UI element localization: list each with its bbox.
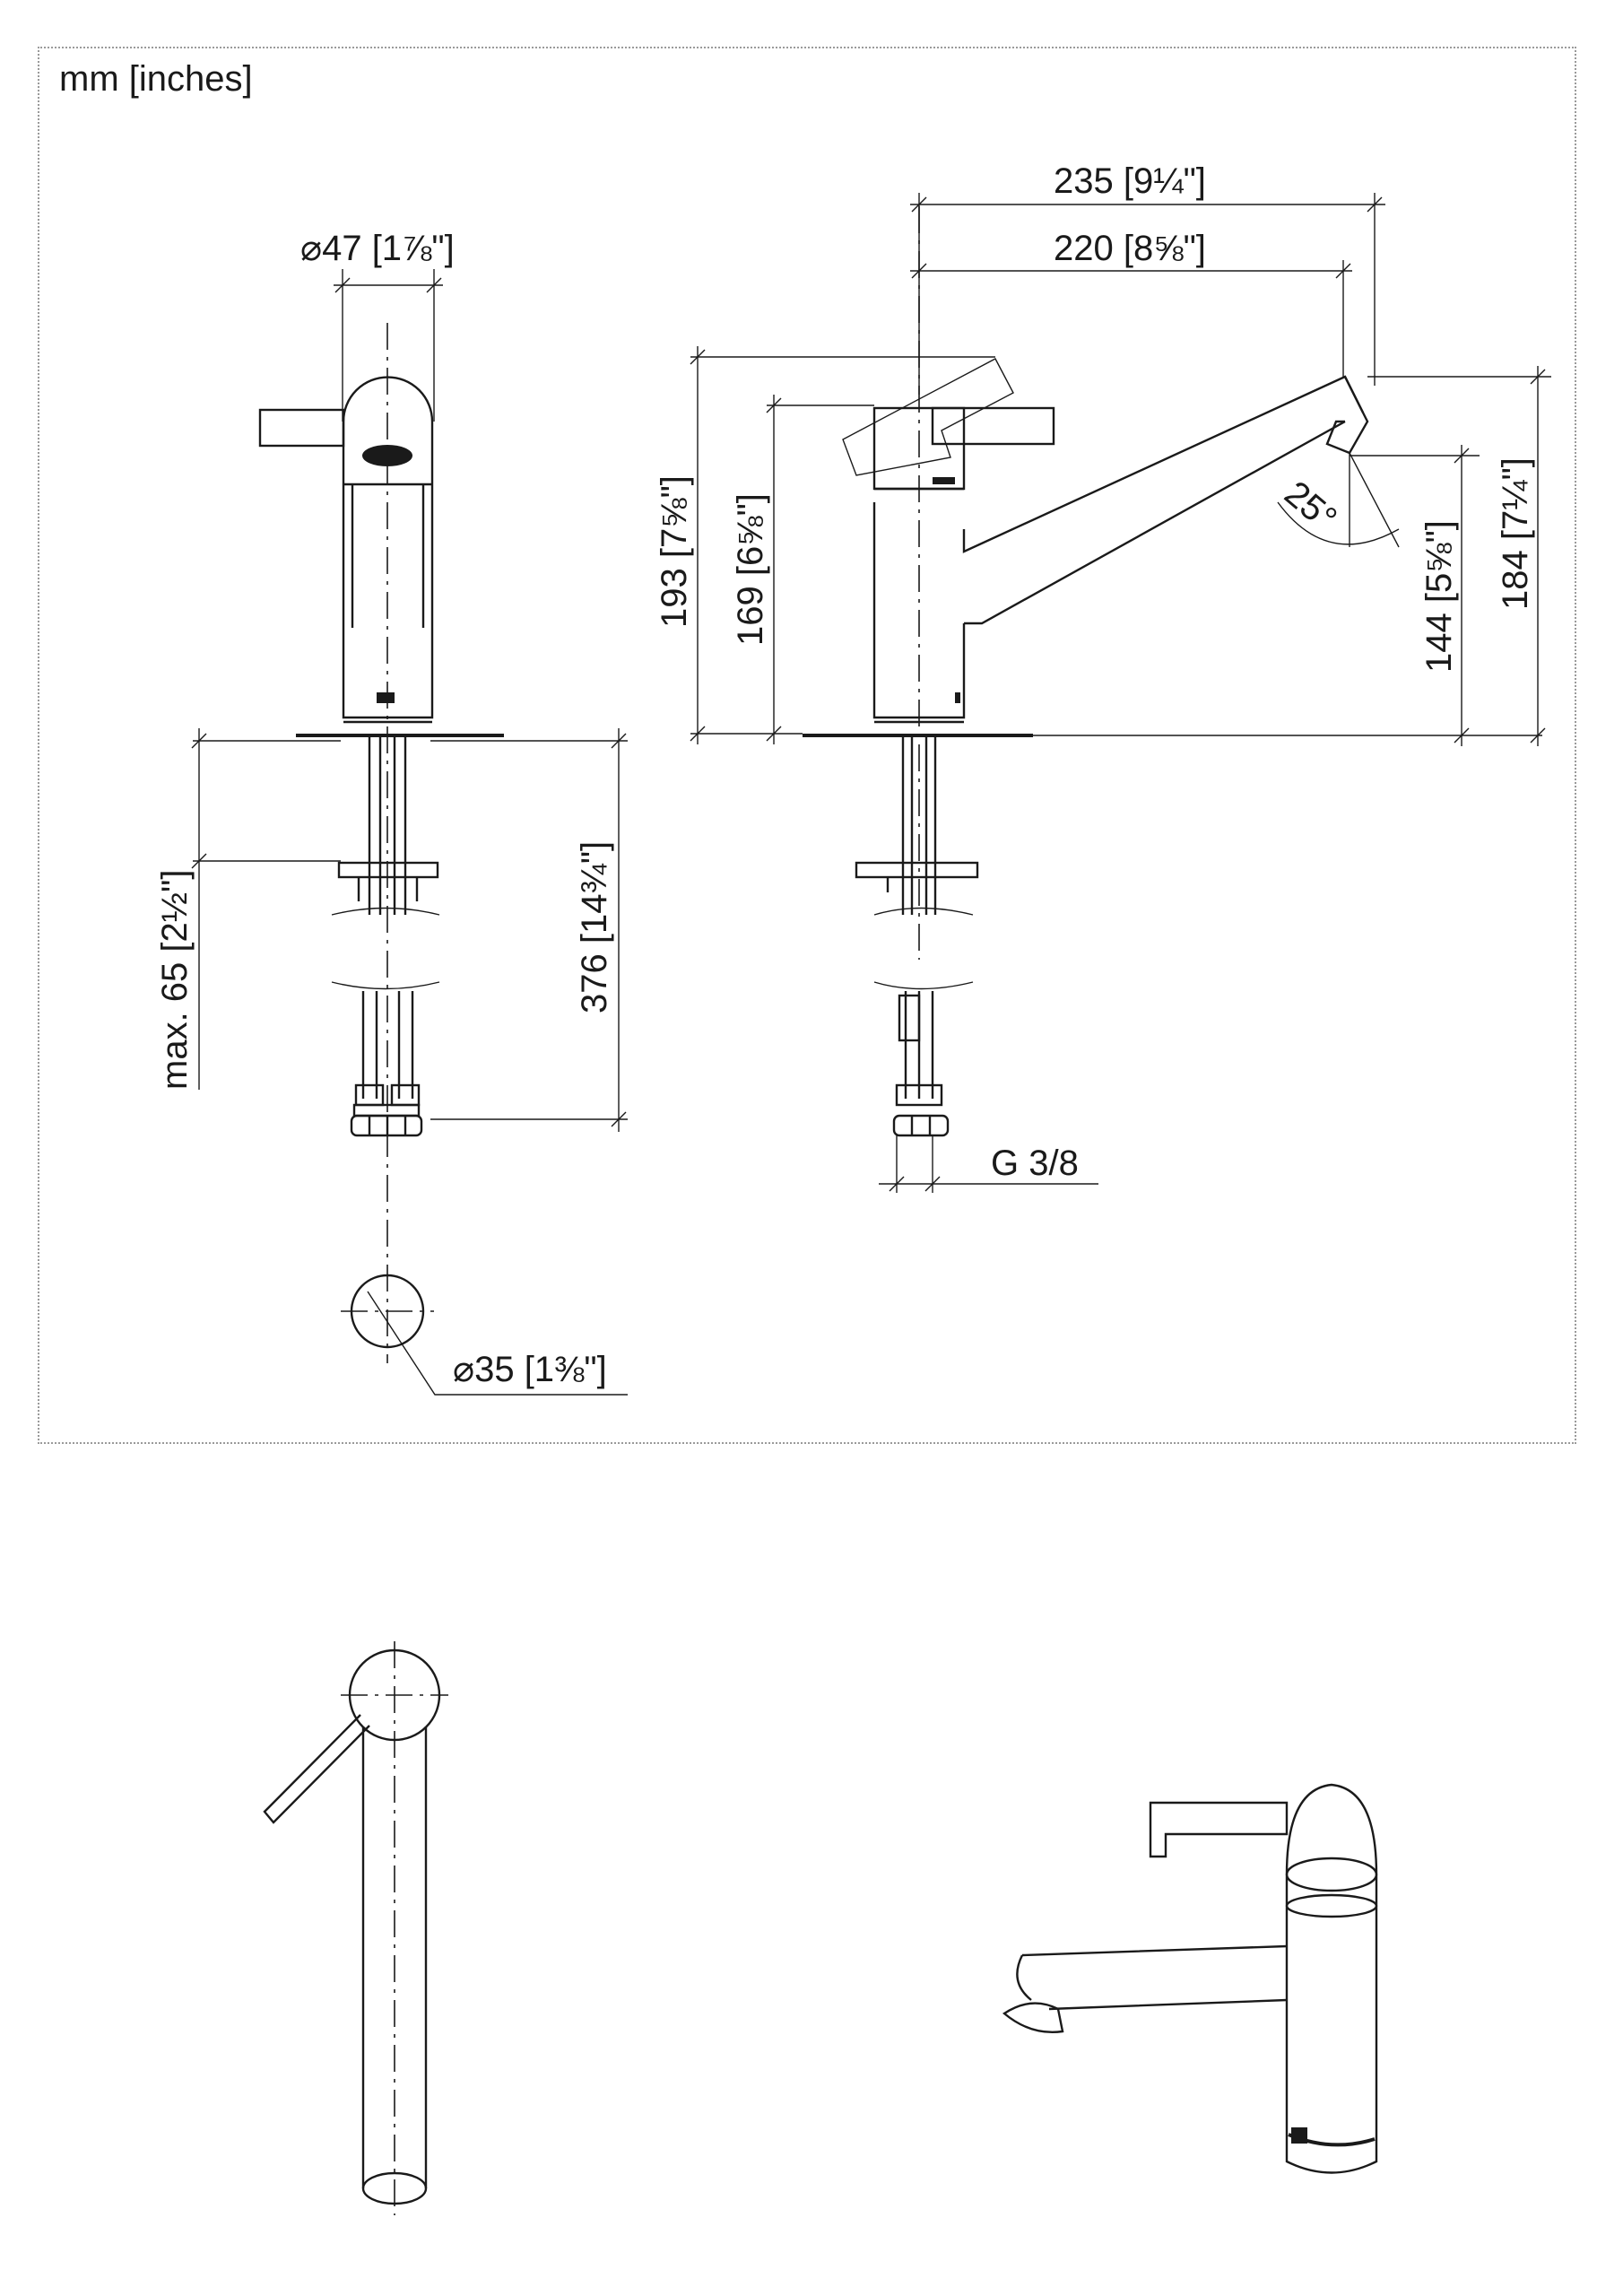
dim-thread-g38: G 3/8 — [991, 1144, 1079, 1183]
dim-max-65: max. 65 [2½"] — [155, 870, 195, 1090]
dim-height-193: 193 [7⅝"] — [655, 475, 694, 628]
top-view — [263, 1641, 448, 2215]
dimension-labels: ⌀47 [1⅞"] 235 [9¼"] 220 [8⅝"] 193 [7⅝"] … — [155, 161, 1535, 1389]
dim-diameter-47: ⌀47 [1⅞"] — [300, 229, 455, 268]
dim-height-376: 376 [14¾"] — [575, 841, 614, 1013]
dim-angle-25: 25° — [1277, 474, 1344, 539]
front-view-dimensions — [191, 269, 628, 1396]
dim-width-235: 235 [9¼"] — [1054, 161, 1206, 201]
side-view — [803, 206, 1369, 1137]
side-view-dimensions — [690, 193, 1551, 1193]
front-view — [258, 323, 504, 1363]
units-label: mm [inches] — [59, 59, 253, 99]
dim-height-169: 169 [6⅝"] — [731, 493, 770, 646]
dim-height-144: 144 [5⅝"] — [1419, 520, 1459, 673]
drawing-frame — [38, 47, 1576, 1444]
dim-height-184: 184 [7¼"] — [1496, 457, 1535, 610]
dim-diameter-35: ⌀35 [1⅜"] — [453, 1350, 607, 1389]
perspective-view — [1002, 1783, 1378, 2174]
dim-width-220: 220 [8⅝"] — [1054, 229, 1206, 268]
